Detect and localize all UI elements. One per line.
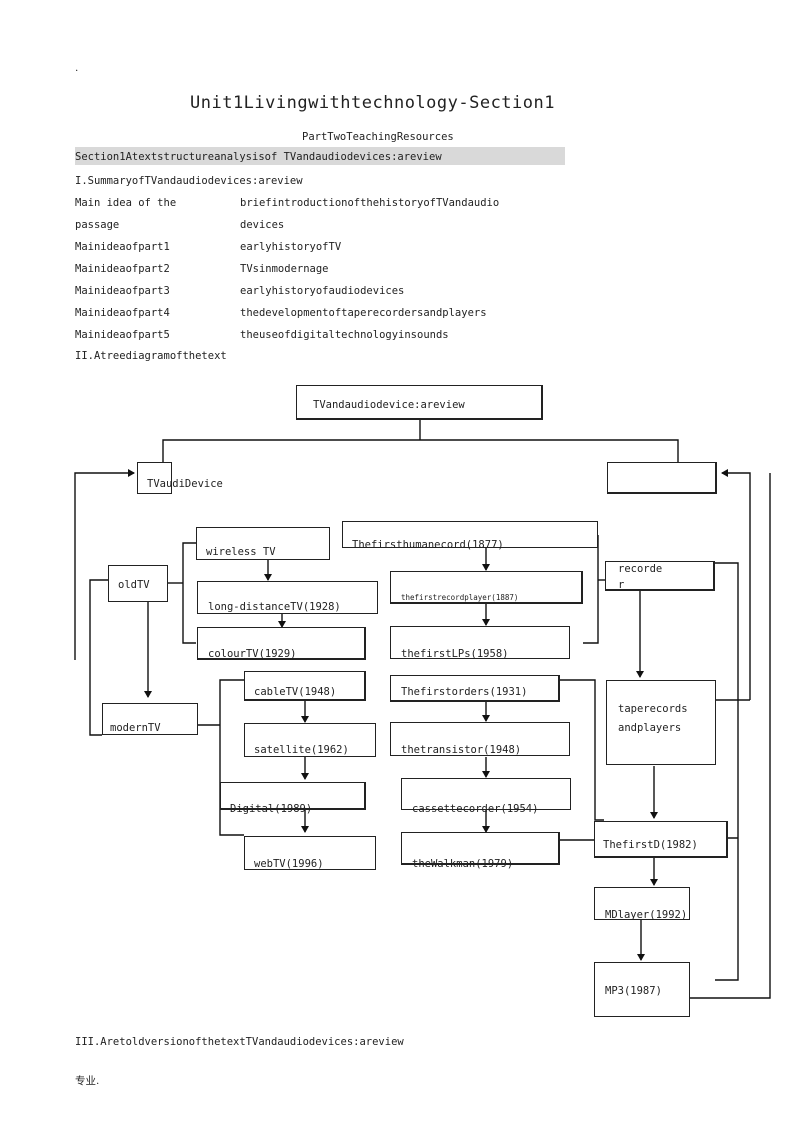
transistor-node (390, 722, 570, 756)
root-node (296, 385, 543, 420)
first-human-record-node (342, 521, 598, 548)
tape-records-label-b: andplayers (618, 722, 682, 734)
first-cd-node (594, 821, 728, 858)
mp3-node (594, 962, 690, 1017)
colour-tv-label: colourTV(1929) (208, 648, 297, 660)
walkman-node (401, 832, 560, 865)
web-tv-label: webTV(1996) (254, 858, 324, 870)
digital-label: Digital(1989) (230, 803, 313, 815)
wireless-tv-label: wireless TV (206, 546, 276, 558)
cassette-recorder-node (401, 778, 571, 810)
dot-mark: . (75, 62, 79, 74)
md-player-node (594, 887, 690, 920)
summary-value-6: theuseofdigitaltechnologyinsounds (240, 329, 449, 341)
summary-value-1: devices (240, 219, 285, 231)
recorder-label-b: r (618, 579, 625, 591)
first-lps-node (390, 626, 570, 659)
root-node-label: TVandaudiodevice:areview (313, 399, 465, 411)
summary-label-4: Mainideaofpart3 (75, 285, 170, 297)
first-record-player-node (390, 571, 583, 604)
wireless-tv-node (196, 527, 330, 560)
tape-records-label-a: taperecords (618, 703, 688, 715)
first-cd-label: ThefirstD(1982) (603, 839, 698, 851)
retold-heading: III.AretoldversionofthetextTVandaudiodev… (75, 1036, 404, 1048)
cable-tv-node (244, 671, 366, 701)
footer-text: 专业. (75, 1075, 100, 1087)
page-subtitle: PartTwoTeachingResources (302, 131, 454, 143)
summary-value-4: earlyhistoryofaudiodevices (240, 285, 405, 297)
cassette-recorder-label: cassettecorder(1954) (412, 803, 539, 815)
first-lps-label: thefirstLPs(1958) (401, 648, 509, 660)
first-orders-label: Thefirstorders(1931) (401, 686, 528, 698)
summary-label-2: Mainideaofpart1 (75, 241, 170, 253)
summary-label-1: passage (75, 219, 120, 231)
summary-value-2: earlyhistoryofTV (240, 241, 342, 253)
summary-label-6: Mainideaofpart5 (75, 329, 170, 341)
section-highlight-bar (75, 147, 565, 165)
summary-value-0: briefintroductionofthehistoryofTVandaudi… (240, 197, 500, 209)
digital-node (220, 782, 366, 810)
long-distance-tv-label: long-distanceTV(1928) (208, 601, 341, 613)
first-record-player-label: thefirstrecordplayer(1887) (401, 593, 519, 602)
cable-tv-label: cableTV(1948) (254, 686, 337, 698)
summary-label-5: Mainideaofpart4 (75, 307, 170, 319)
tv-device-label: TVaudiDevice (147, 478, 223, 490)
modern-tv-node (102, 703, 198, 735)
satellite-label: satellite(1962) (254, 744, 349, 756)
mp3-label: MP3(1987) (605, 985, 662, 997)
old-tv-node (108, 565, 168, 602)
old-tv-label: oldTV (118, 579, 150, 591)
section-heading: Section1Atextstructureanalysisof TVandau… (75, 151, 442, 163)
summary-heading: I.SummaryofTVandaudiodevices:areview (75, 175, 303, 187)
tape-records-node (606, 680, 716, 765)
summary-value-5: thedevelopmentoftaperecordersandplayers (240, 307, 487, 319)
recorder-label-a: recorde (618, 563, 663, 575)
summary-value-3: TVsinmodernage (240, 263, 329, 275)
long-distance-tv-node (197, 581, 378, 614)
walkman-label: theWalkman(1979) (412, 858, 514, 870)
md-player-label: MDlayer(1992) (605, 909, 688, 921)
summary-label-3: Mainideaofpart2 (75, 263, 170, 275)
colour-tv-node (197, 627, 366, 660)
first-human-record-label: Thefirsthumanecord(1877) (352, 539, 504, 551)
audio-device-node (607, 462, 717, 494)
modern-tv-label: modernTV (110, 722, 161, 734)
first-orders-node (390, 675, 560, 702)
recorder-node (605, 561, 715, 591)
web-tv-node (244, 836, 376, 870)
page-title: Unit1Livingwithtechnology-Section1 (190, 93, 555, 113)
transistor-label: thetransistor(1948) (401, 744, 522, 756)
satellite-node (244, 723, 376, 757)
tree-heading: II.Atreediagramofthetext (75, 350, 227, 362)
tv-device-node (137, 462, 172, 494)
summary-label-0: Main idea of the (75, 197, 177, 209)
